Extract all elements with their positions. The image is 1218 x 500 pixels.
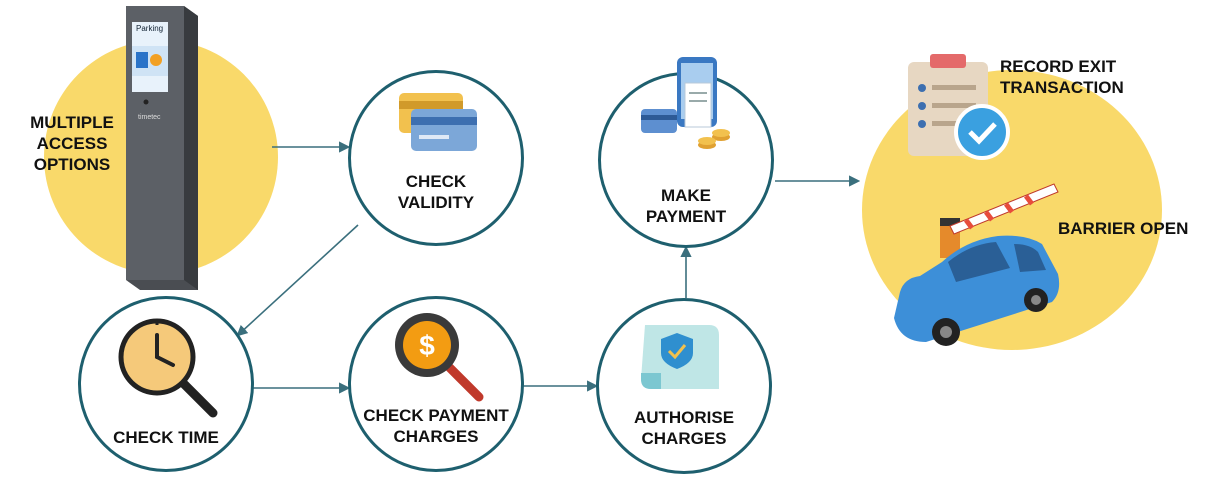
authorise-label: AUTHORISE CHARGES: [599, 407, 769, 449]
check-validity-circle: CHECK VALIDITY: [348, 70, 524, 246]
make-payment-line1: MAKE: [660, 186, 712, 205]
authorise-line1: AUTHORISE: [633, 408, 735, 427]
check-validity-label: CHECK VALIDITY: [351, 171, 521, 213]
authorise-charges-circle: AUTHORISE CHARGES: [596, 298, 772, 474]
access-line3: OPTIONS: [33, 155, 111, 174]
kiosk-brand: timetec: [138, 114, 161, 121]
svg-text:$: $: [419, 330, 435, 361]
kiosk-illustration: [126, 6, 198, 290]
check-time-label: CHECK TIME: [81, 427, 251, 448]
check-payment-circle: $ CHECK PAYMENT CHARGES: [348, 296, 524, 472]
clipboard-check-icon: [908, 54, 1010, 160]
check-validity-line1: CHECK: [405, 172, 467, 191]
certificate-icon: [641, 325, 719, 389]
access-line2: ACCESS: [36, 134, 108, 153]
parking-kiosk: Parking timetec: [118, 2, 204, 292]
arrow-validity-to-time: [236, 224, 359, 337]
make-payment-label: MAKE PAYMENT: [601, 185, 771, 227]
access-options-label: MULTIPLE ACCESS OPTIONS: [22, 112, 122, 175]
kiosk-screen-text: Parking: [136, 24, 164, 33]
check-time-circle: CHECK TIME: [78, 296, 254, 472]
record-exit-line1: RECORD EXIT: [1000, 57, 1117, 76]
phone-payment-icon: [641, 57, 730, 149]
make-payment-line2: PAYMENT: [645, 207, 727, 226]
clock-magnifier-icon: [118, 318, 218, 418]
check-payment-line2: CHARGES: [393, 427, 479, 446]
dollar-search-icon: $: [395, 313, 484, 402]
barrier-car-icon: [894, 183, 1060, 346]
record-exit-label: RECORD EXIT TRANSACTION: [1000, 56, 1160, 98]
record-exit-line2: TRANSACTION: [1000, 78, 1124, 97]
check-time-line1: CHECK TIME: [113, 428, 219, 447]
barrier-open-label: BARRIER OPEN: [1058, 218, 1208, 239]
check-validity-line2: VALIDITY: [397, 193, 475, 212]
access-line1: MULTIPLE: [30, 113, 114, 132]
authorise-line2: CHARGES: [641, 429, 727, 448]
barrier-open-line1: BARRIER OPEN: [1058, 219, 1189, 238]
check-payment-label: CHECK PAYMENT CHARGES: [345, 405, 527, 447]
make-payment-circle: MAKE PAYMENT: [598, 57, 774, 248]
credit-cards-icon: [399, 93, 477, 151]
check-payment-line1: CHECK PAYMENT: [363, 406, 509, 425]
